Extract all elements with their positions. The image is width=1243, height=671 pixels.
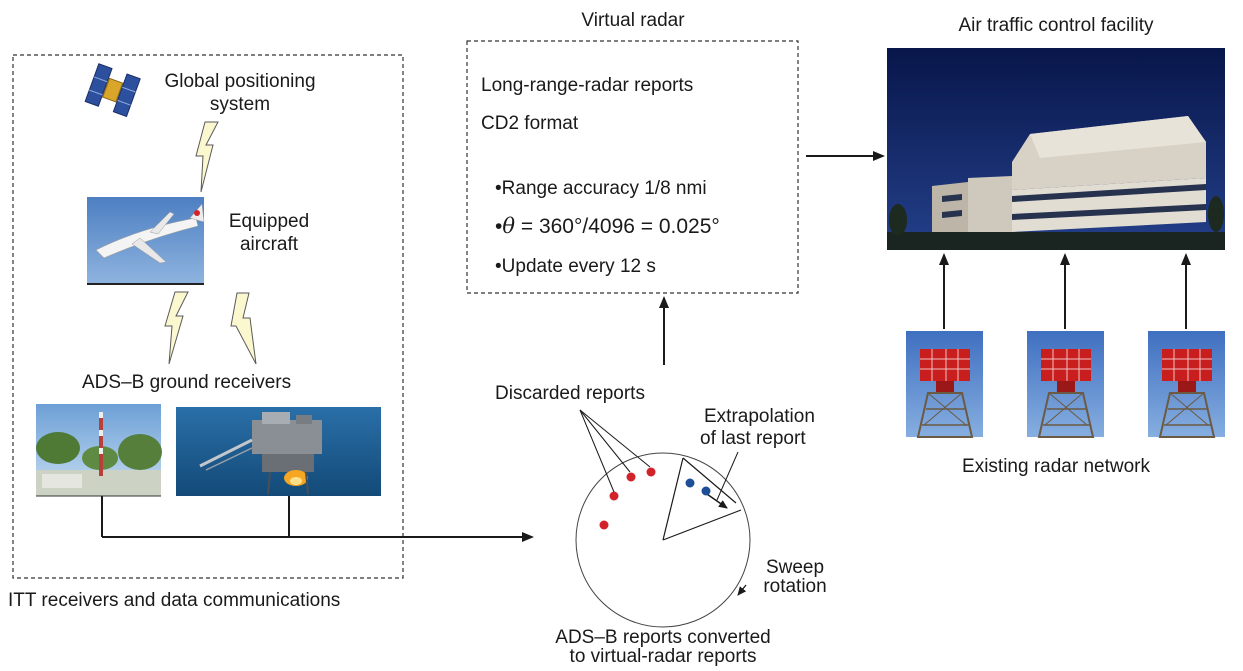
- discarded-leader: [579, 409, 631, 473]
- discarded-label: Discarded reports: [495, 383, 645, 404]
- theta-symbol: θ: [502, 214, 516, 238]
- conversion-caption-line2: to virtual-radar reports: [569, 646, 757, 667]
- sweep-arrow: [737, 584, 747, 596]
- vr-bullet1: •Range accuracy 1/8 nmi: [495, 177, 707, 200]
- oil-platform-photo: [176, 407, 381, 496]
- atc-title: Air traffic control facility: [958, 15, 1154, 36]
- bullet: •: [495, 178, 502, 199]
- gps-label-line1: Global positioning: [164, 71, 316, 92]
- gps-label: Global positioning system: [150, 70, 330, 116]
- discarded-report-dot: [626, 472, 636, 482]
- discarded-leader: [579, 409, 615, 493]
- radar-antenna-photo: [1148, 331, 1225, 438]
- discarded-report-dot: [609, 491, 619, 501]
- sweep-line: [662, 457, 684, 541]
- extrapolation-leader: [716, 451, 739, 501]
- virtual-radar-title: Virtual radar: [581, 10, 685, 31]
- aircraft-label-line1: Equipped: [228, 211, 310, 232]
- radar-antenna-photo: [906, 331, 983, 438]
- sweep-label: Sweep rotation: [752, 558, 838, 596]
- aircraft-photo: [87, 197, 205, 285]
- atc-building-photo: [887, 48, 1225, 250]
- discarded-report-dot: [599, 520, 609, 530]
- conversion-caption-line1: ADS–B reports converted: [555, 627, 771, 648]
- cell-tower-photo: [36, 404, 162, 497]
- gps-label-line2: system: [209, 94, 271, 115]
- current-report-dot: [701, 486, 711, 496]
- sweep-line: [662, 509, 742, 541]
- bullet: •: [495, 215, 503, 238]
- conversion-caption: ADS–B reports converted to virtual-radar…: [523, 628, 803, 666]
- bullet: •: [495, 256, 502, 277]
- radar-network-label: Existing radar network: [962, 456, 1150, 477]
- vr-bullet2: •θ = 360°/4096 = 0.025°: [495, 214, 720, 239]
- vr-line1: Long-range-radar reports: [481, 75, 694, 96]
- virtual-radar-box: [466, 40, 799, 294]
- bullet2-text: = 360°/4096 = 0.025°: [515, 215, 720, 238]
- sweep-line: [682, 457, 737, 504]
- bullet1-text: Range accuracy 1/8 nmi: [501, 178, 707, 199]
- lightning-bolt-icon: [164, 291, 189, 365]
- left-dashed-box: [12, 54, 404, 579]
- discarded-report-dot: [646, 467, 656, 477]
- sweep-line2: rotation: [763, 576, 827, 597]
- extrapolation-line1: Extrapolation: [704, 406, 815, 427]
- extrapolation-line2: of last report: [700, 428, 806, 449]
- vr-bullet3: •Update every 12 s: [495, 255, 656, 278]
- current-report-dot: [685, 478, 695, 488]
- radar-antenna-photo: [1027, 331, 1104, 438]
- left-caption: ITT receivers and data communications: [8, 590, 341, 611]
- receivers-label: ADS–B ground receivers: [82, 372, 292, 393]
- discarded-leader: [579, 409, 651, 468]
- extrapolation-label: Extrapolation of last report: [700, 406, 815, 450]
- satellite-icon: [84, 63, 141, 118]
- lightning-bolt-icon: [195, 121, 219, 193]
- vr-line2: CD2 format: [481, 113, 579, 134]
- aircraft-label: Equipped aircraft: [214, 210, 324, 256]
- aircraft-label-line2: aircraft: [239, 234, 299, 255]
- bullet3-text: Update every 12 s: [501, 256, 656, 277]
- sweep-line1: Sweep: [765, 557, 825, 578]
- lightning-bolt-icon: [230, 292, 257, 365]
- radar-scope-circle: [575, 452, 751, 628]
